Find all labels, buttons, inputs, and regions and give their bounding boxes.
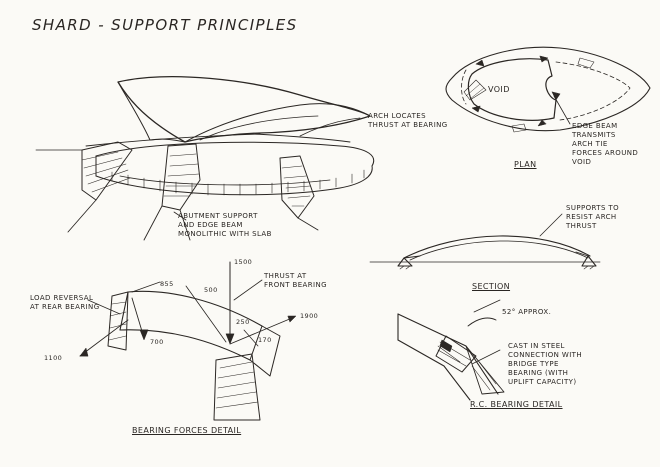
slab-ring xyxy=(95,141,374,196)
sheet-title: SHARD - SUPPORT PRINCIPLES xyxy=(32,16,298,34)
abutment-right xyxy=(279,155,319,231)
section-view xyxy=(369,213,601,270)
abutment-centre xyxy=(143,143,201,241)
load-reversal-note: LOAD REVERSAL AT REAR BEARING xyxy=(30,294,100,311)
angle-note: 52° APPROX. xyxy=(502,308,552,316)
force-1500: 1500 xyxy=(234,258,253,266)
slab-hatching xyxy=(111,169,365,196)
section-caption: SECTION xyxy=(472,282,511,291)
force-700: 700 xyxy=(150,338,164,346)
rc-bearing-detail xyxy=(397,299,505,401)
force-1900: 1900 xyxy=(300,312,319,320)
edge-beam-note: EDGE BEAM TRANSMITS ARCH TIE FORCES AROU… xyxy=(572,122,639,166)
arch-thrust-note: ARCH LOCATES THRUST AT BEARING xyxy=(368,112,448,129)
supports-note: SUPPORTS TO RESIST ARCH THRUST xyxy=(566,204,620,230)
arch-leader xyxy=(299,117,361,137)
plan-view xyxy=(445,46,651,133)
force-855: 855 xyxy=(160,280,174,288)
force-500: 500 xyxy=(204,286,218,294)
void-label: VOID xyxy=(488,85,510,94)
abutment-left xyxy=(35,141,133,233)
abutment-leader xyxy=(173,211,187,221)
force-170: 170 xyxy=(258,336,272,344)
cast-in-steel-note: CAST IN STEEL CONNECTION WITH BRIDGE TYP… xyxy=(508,342,583,386)
rc-bearing-caption: R.C. BEARING DETAIL xyxy=(470,400,563,409)
shard-roof xyxy=(85,76,371,147)
abutment-note: ABUTMENT SUPPORT AND EDGE BEAM MONOLITHI… xyxy=(178,212,272,238)
bearing-forces-caption: BEARING FORCES DETAIL xyxy=(132,426,242,435)
bearing-forces-detail xyxy=(79,261,297,421)
force-250: 250 xyxy=(236,318,250,326)
force-1100: 1100 xyxy=(44,354,63,362)
thrust-note: THRUST AT FRONT BEARING xyxy=(264,272,327,289)
plan-caption: PLAN xyxy=(514,160,537,169)
